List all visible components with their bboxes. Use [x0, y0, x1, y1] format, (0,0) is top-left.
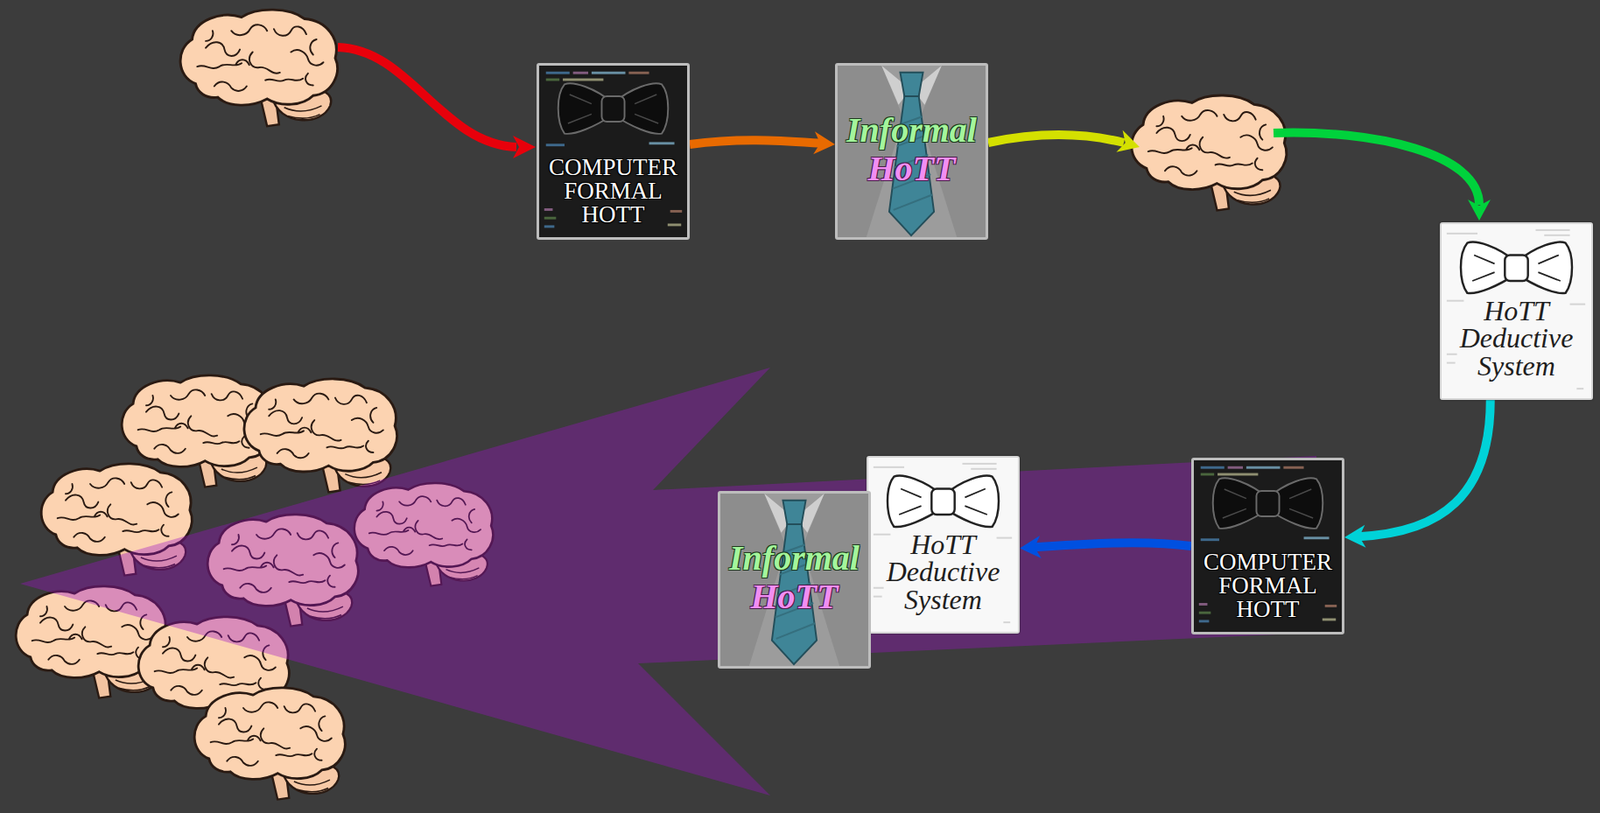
red-arrowhead — [512, 135, 536, 159]
yellow-arrowhead — [1115, 130, 1140, 153]
informal-box: InformalHoTT — [835, 63, 989, 240]
box-label: HoTT Deductive System — [873, 531, 1013, 614]
text-group: InformalHoTT — [837, 65, 986, 189]
text-group: COMPUTER FORMAL HOTT — [539, 155, 688, 238]
arrowhead — [1344, 525, 1367, 548]
green-arrow — [1273, 133, 1480, 205]
brain-illustration — [180, 9, 337, 127]
orange-arrow — [689, 131, 836, 155]
box-label: COMPUTER FORMAL HOTT — [1197, 550, 1339, 622]
box-label: HoTT Deductive System — [1446, 297, 1586, 380]
connector-line — [1358, 400, 1491, 537]
box-label: Informal — [723, 539, 865, 578]
yellow-arrow — [988, 134, 1124, 143]
informal-icon-art — [720, 493, 869, 667]
red-arrow — [337, 47, 517, 148]
text-group: HoTT Deductive System — [868, 457, 1018, 614]
connector-line — [1033, 542, 1192, 548]
arrowhead — [1019, 535, 1042, 559]
computer-icon-art — [539, 65, 688, 238]
box-label: HoTT — [723, 577, 865, 617]
informal-box: InformalHoTT — [717, 491, 871, 669]
informal-icon-art — [837, 65, 986, 238]
brain-illustration — [194, 687, 345, 800]
text-group: InformalHoTT — [720, 493, 869, 617]
deductive-icon-art — [1441, 224, 1592, 399]
deductive-icon-art — [868, 457, 1018, 632]
box-label: HoTT — [841, 149, 983, 189]
deductive-system-box: HoTT Deductive System — [866, 456, 1020, 634]
cyan-arrow — [1344, 400, 1491, 548]
text-group: COMPUTER FORMAL HOTT — [1193, 550, 1342, 632]
green-arrowhead — [1467, 199, 1491, 221]
connector-line — [689, 140, 822, 145]
computer-formal-box: COMPUTER FORMAL HOTT — [1191, 457, 1345, 635]
box-label: Informal — [841, 111, 983, 150]
computer-icon-art — [1193, 460, 1342, 632]
arrowhead — [813, 131, 836, 155]
blue-arrow — [1019, 535, 1192, 559]
box-label: COMPUTER FORMAL HOTT — [542, 155, 684, 227]
brain-illustration — [1131, 95, 1287, 211]
purple-big-arrow — [20, 367, 1317, 796]
deductive-system-box: HoTT Deductive System — [1439, 222, 1593, 400]
brain-illustration — [244, 378, 397, 492]
text-group: HoTT Deductive System — [1441, 224, 1592, 380]
computer-formal-box: COMPUTER FORMAL HOTT — [536, 63, 690, 240]
